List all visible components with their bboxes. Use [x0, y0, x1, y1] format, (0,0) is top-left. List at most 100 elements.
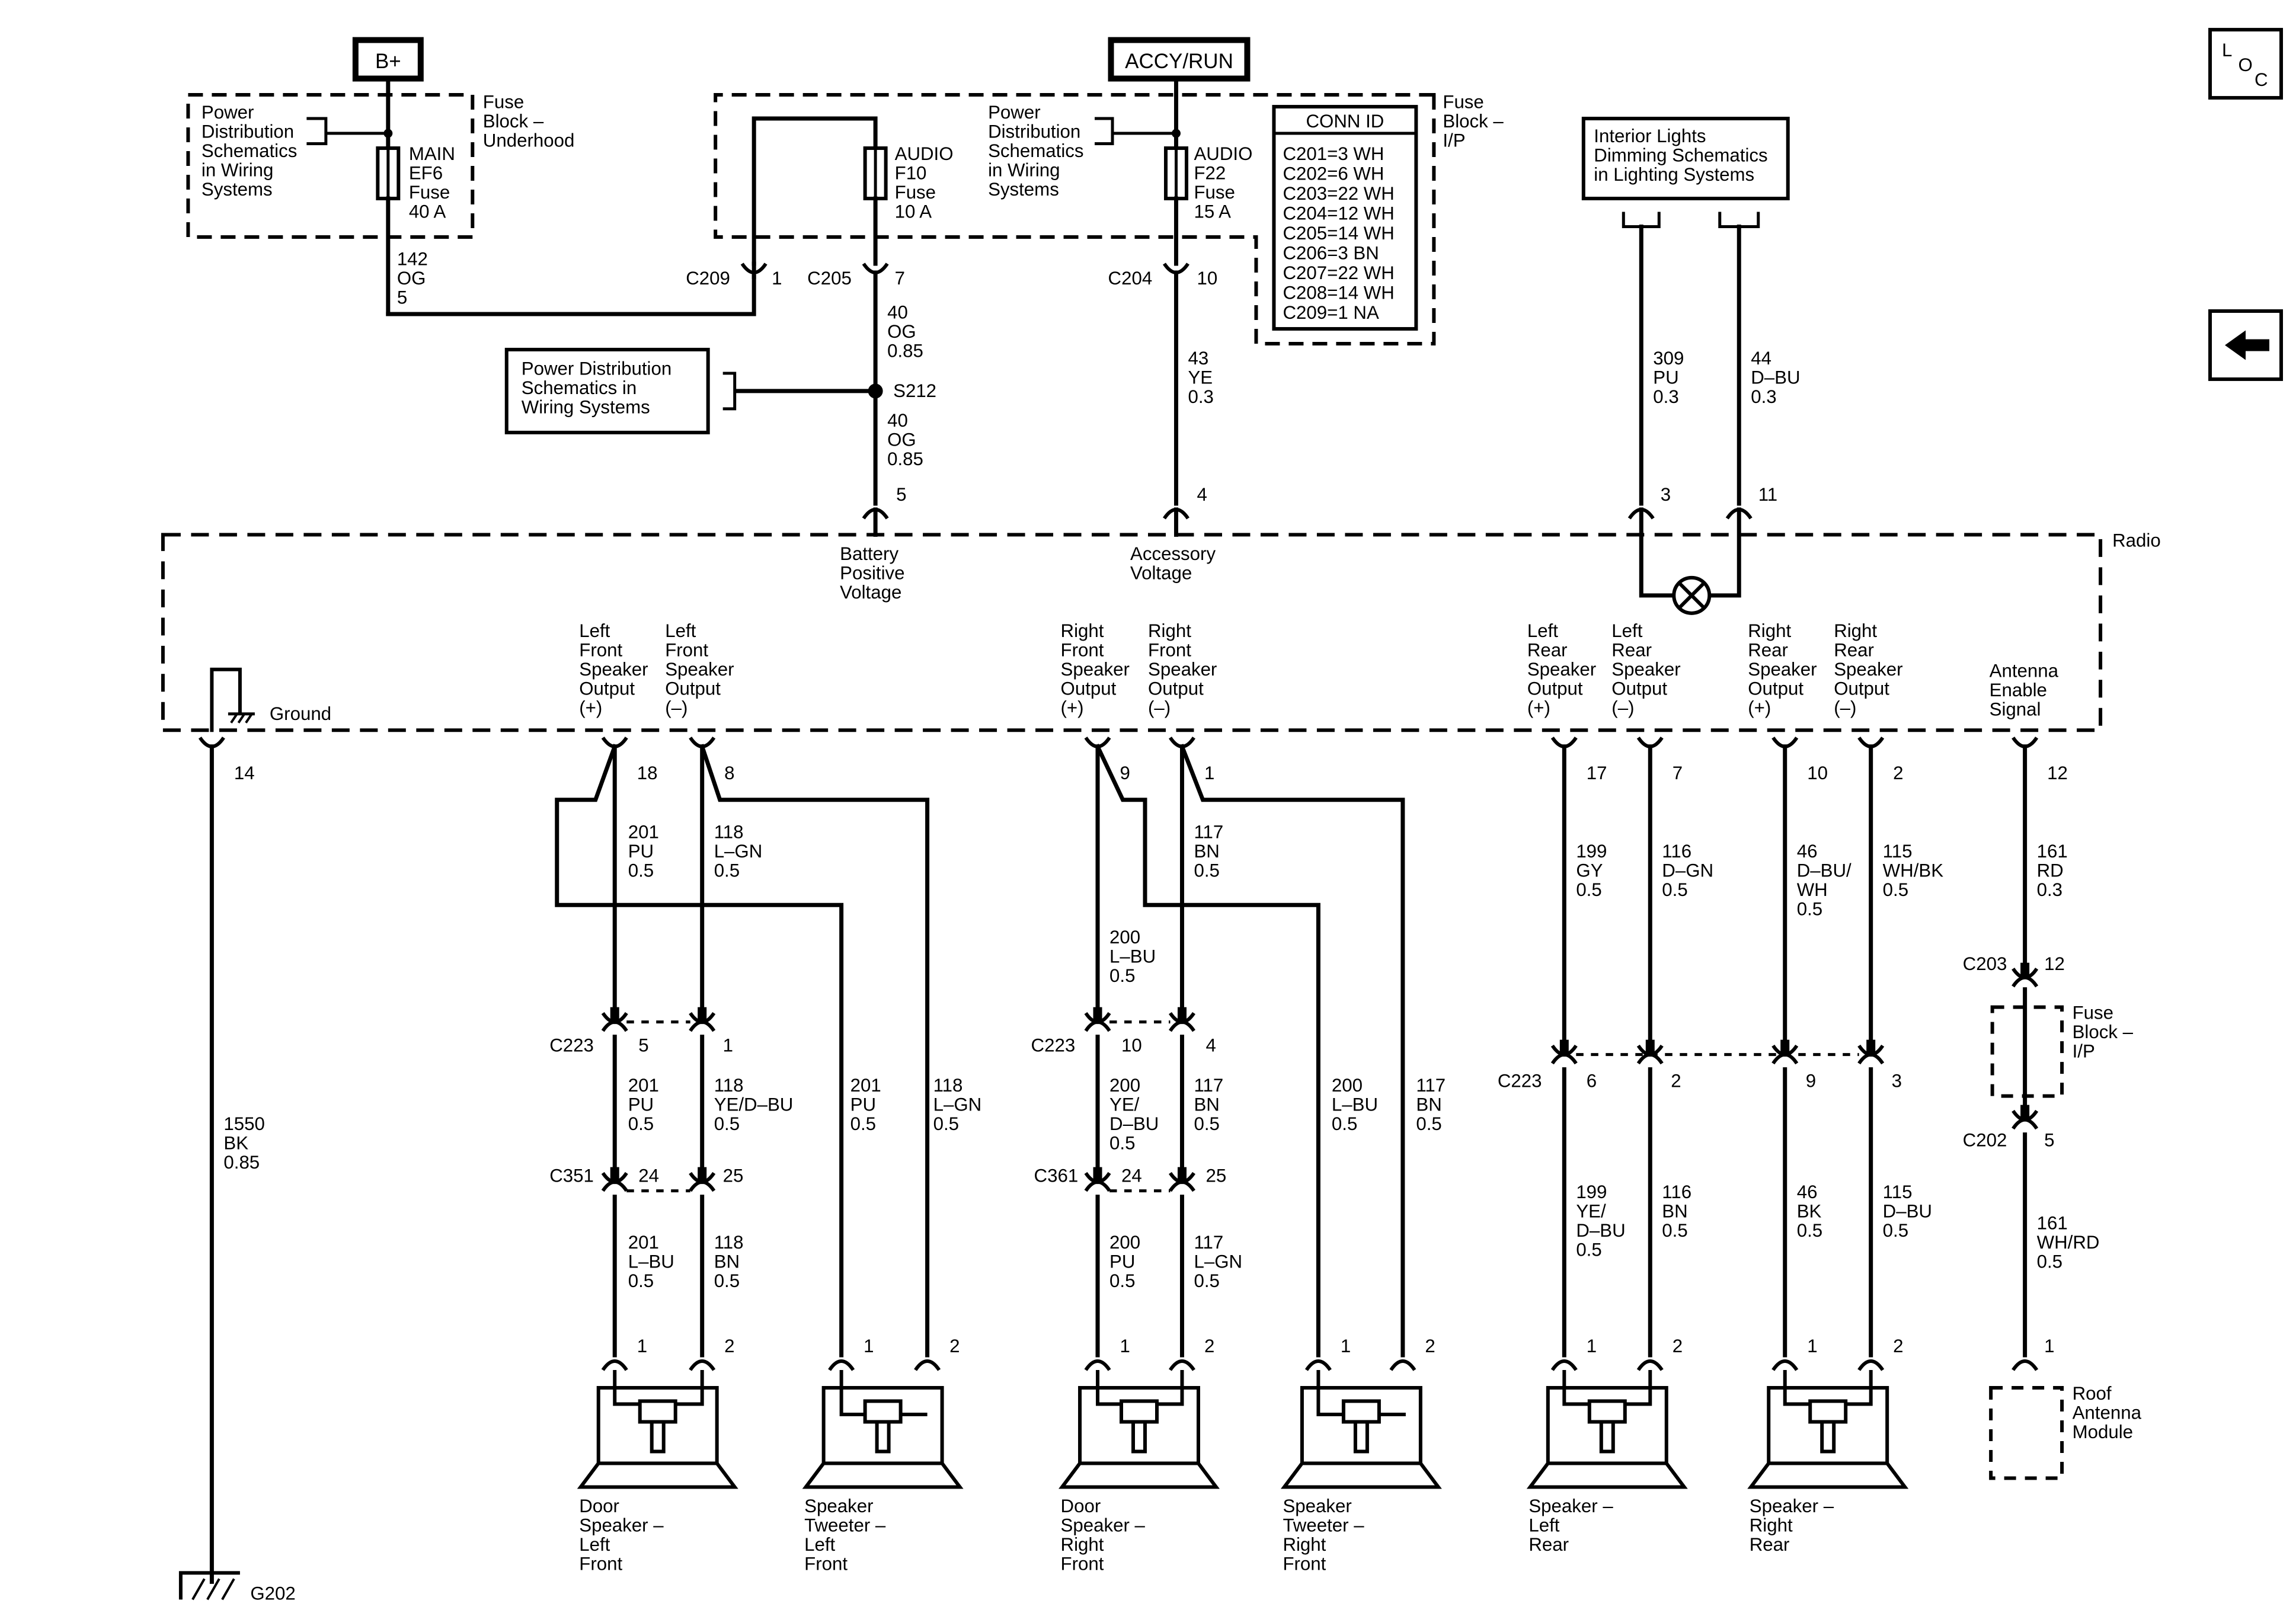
- conn-id-row: C203=22 WH: [1283, 183, 1394, 204]
- connector-pin-icon: [1093, 1007, 1102, 1022]
- conn-id-row: C208=14 WH: [1283, 282, 1394, 303]
- c223-rear-p4: 3: [1892, 1071, 1902, 1092]
- output-label-rf-neg: Speaker: [1148, 659, 1217, 680]
- fuse-block-ip2-label: Block –: [2073, 1022, 2134, 1042]
- output-label-lr-pos: Left: [1527, 620, 1558, 641]
- speaker-tweeter-left-front-label: Front: [804, 1553, 848, 1574]
- c361-p2: 25: [1205, 1166, 1226, 1186]
- radio-title: Radio: [2112, 530, 2161, 550]
- radio-pin-ant: 12: [2047, 763, 2068, 783]
- wire-117c-label: 0.5: [1194, 1270, 1219, 1291]
- connector-pin-icon: [1636, 1359, 1664, 1371]
- speaker-right-rear: [1747, 1370, 1909, 1489]
- ref-line: Power Distribution: [522, 358, 671, 379]
- output-label-lf-neg: Speaker: [665, 659, 734, 680]
- wire-line: YE: [1188, 367, 1213, 388]
- wire-200c-label: PU: [1109, 1251, 1135, 1272]
- wire-117-label: 0.5: [1194, 860, 1219, 881]
- c223-rf-p2: 4: [1205, 1035, 1216, 1056]
- power-distribution-ref-ip: Power Distribution Schematics in Wiring …: [988, 102, 1083, 200]
- fuse-line: F22: [1194, 163, 1226, 184]
- conn-id-row: C205=14 WH: [1283, 223, 1394, 244]
- c223-rear-p3: 9: [1806, 1071, 1816, 1092]
- connector-pin-icon: [1093, 1167, 1102, 1182]
- fuse-block-ip: Fuse Block – I/P Power Distribution Sche…: [714, 76, 1504, 345]
- back-button[interactable]: [2208, 309, 2284, 381]
- wire-118t-label: L–GN: [933, 1094, 982, 1115]
- wire-201-label: 0.5: [628, 860, 654, 881]
- wire-161-label: RD: [2037, 860, 2064, 881]
- ref-line: in Wiring: [202, 160, 274, 181]
- roof-antenna-module-label: Antenna: [2073, 1402, 2142, 1423]
- wire-line: 309: [1653, 348, 1684, 369]
- wire-w116b-label: 116: [1662, 1182, 1691, 1202]
- roof-antenna-module-label: Roof: [2073, 1383, 2112, 1404]
- ref-line: Schematics: [988, 140, 1083, 161]
- wire-161-label: 161: [2037, 841, 2068, 862]
- interior-lights-ref-box: Interior Lights Dimming Schematics in Li…: [1581, 117, 1790, 229]
- wire-w199-label: 199: [1576, 841, 1607, 862]
- door-speaker-right-front-label: Front: [1061, 1553, 1104, 1574]
- wire-200b-label: 0.5: [1109, 1133, 1135, 1154]
- speaker-left-rear-label: Rear: [1528, 1534, 1569, 1555]
- fuse-f22-label: AUDIO F22 Fuse 15 A: [1194, 143, 1252, 222]
- door-speaker-left-front: [577, 1370, 738, 1489]
- wire-200-lbu-tweeter: [1095, 744, 1320, 1358]
- c202-name: C202: [1963, 1130, 2007, 1151]
- wire-201c-label: 0.5: [628, 1270, 654, 1291]
- magnet: [863, 1399, 903, 1424]
- c203-pin: 12: [2044, 953, 2065, 974]
- door-speaker-left-front-label: Left: [579, 1534, 610, 1555]
- ground-g202-icon: [178, 1571, 240, 1600]
- wire-200-label: 200: [1109, 927, 1140, 948]
- output-label-rr-pos: Output: [1748, 678, 1803, 699]
- conn-id-row: C204=12 WH: [1283, 203, 1394, 224]
- c205-name: C205: [807, 268, 852, 289]
- wire-201b-label: 201: [628, 1075, 659, 1096]
- wire-w115b-label: 115: [1883, 1182, 1913, 1202]
- wire-w46b-label: 0.5: [1797, 1220, 1822, 1241]
- radio-pin-rr-pos: 10: [1807, 763, 1828, 783]
- accy-run-supply-box: ACCY/RUN: [1108, 37, 1251, 82]
- connector-pin-icon: [2012, 1359, 2039, 1371]
- speaker-cone: [577, 1462, 738, 1489]
- speaker-tweeter-right-front-pin2: 2: [1425, 1336, 1435, 1356]
- fuse-block-ip2-label: Fuse: [2073, 1003, 2113, 1023]
- c361-p1: 24: [1121, 1166, 1142, 1186]
- output-label-rf-pos: Right: [1061, 620, 1104, 641]
- power-distribution-ref-underhood: Power Distribution Schematics in Wiring …: [202, 102, 297, 200]
- wire-117t-label: 0.5: [1416, 1113, 1441, 1134]
- conn-id-row: C209=1 NA: [1283, 302, 1379, 323]
- connector-pin-icon: [1866, 1039, 1876, 1055]
- output-label-rr-neg: Rear: [1834, 639, 1874, 660]
- c203-name: C203: [1963, 953, 2007, 974]
- speaker-tweeter-right-front-label: Right: [1283, 1534, 1326, 1555]
- wire-117b-label: 0.5: [1194, 1113, 1219, 1134]
- connector-pin-icon: [1857, 1359, 1885, 1371]
- speaker-tweeter-right-front: [1280, 1370, 1442, 1489]
- wire-117b-label: 117: [1194, 1075, 1223, 1096]
- ground-hatch: [206, 1578, 220, 1601]
- connector-pin-icon: [610, 1167, 619, 1182]
- output-label-lf-neg: Left: [665, 620, 696, 641]
- loc-button[interactable]: L O C: [2208, 28, 2284, 100]
- connector-pin-icon: [1304, 1359, 1332, 1371]
- c361-name: C361: [1034, 1166, 1079, 1186]
- door-speaker-right-front: [1059, 1370, 1220, 1489]
- wire-40b-label: 40 OG 0.85: [887, 410, 923, 469]
- wire-118t-label: 0.5: [933, 1113, 959, 1134]
- wire-w115b-label: 0.5: [1883, 1220, 1908, 1241]
- ref-line: Schematics: [202, 140, 297, 161]
- ref-line: Dimming Schematics: [1594, 145, 1767, 166]
- wire-201t-label: 0.5: [850, 1113, 876, 1134]
- door-speaker-left-front-label: Speaker –: [579, 1515, 664, 1535]
- output-label-lr-pos: (+): [1527, 697, 1550, 718]
- ref-line: Power: [202, 102, 254, 123]
- wire-line: 40: [887, 302, 908, 322]
- output-label-rf-neg: (–): [1148, 697, 1171, 718]
- wire-200t-label: 0.5: [1332, 1113, 1357, 1134]
- connector-pin-icon: [1645, 1039, 1655, 1055]
- power-distribution-ref-box: Power Distribution Schematics in Wiring …: [504, 347, 710, 434]
- c204-pin: 10: [1197, 268, 1217, 289]
